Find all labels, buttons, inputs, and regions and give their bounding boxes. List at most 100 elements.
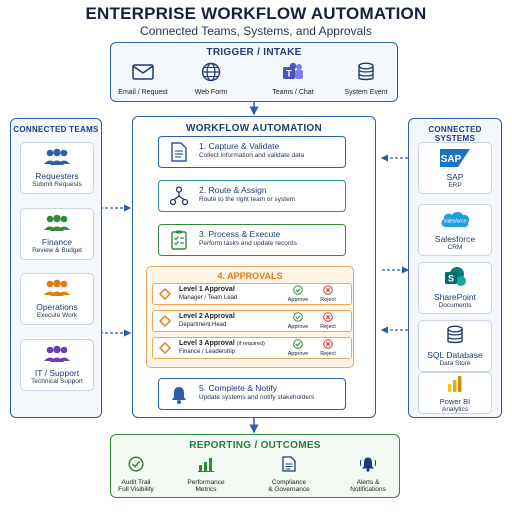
step-route-assign[interactable]: 2. Route & Assign Route to the right tea… [158,180,346,212]
people-group-icon [44,345,70,362]
approve-label: Approve [287,351,309,357]
system-name: Power BI [439,397,471,406]
step-title: 5. Complete & Notify [199,383,277,393]
system-name: Salesforce [434,234,476,244]
step-process-execute[interactable]: 3. Process & Execute Perform tasks and u… [158,224,346,256]
people-group-icon [44,214,70,231]
trigger-title: TRIGGER / INTAKE [206,47,302,58]
database-icon [358,62,374,81]
team-card-finance[interactable]: Finance Review & Budget [20,208,94,260]
reject-label: Reject [320,351,336,357]
approval-desc: Finance / Leadership [179,349,236,355]
team-sub: Submit Requests [32,181,82,188]
system-card-salesforce[interactable]: salesforce Salesforce CRM [418,204,492,256]
page-title: ENTERPRISE WORKFLOW AUTOMATION [85,4,427,23]
approve-label: Approve [287,324,309,330]
outcome-performance[interactable]: Performance Metrics [166,456,246,493]
reject-button[interactable]: Reject [317,339,339,357]
document-icon [171,142,187,162]
approve-button[interactable]: Approve [287,339,309,357]
systems-title: CONNECTED SYSTEMS [428,125,482,143]
approval-title: Level 1 Approval [179,286,235,293]
approve-label: Approve [287,297,309,303]
trigger-item-label: System Event [344,89,388,96]
page-subtitle: Connected Teams, Systems, and Approvals [140,24,372,38]
system-name: SQL Database [427,350,483,360]
document-icon [282,456,296,472]
x-circle-icon [323,339,333,349]
outcome-compliance[interactable]: Compliance & Governance [249,456,329,493]
team-name: Requesters [35,171,79,181]
people-group-icon [44,148,70,165]
step-complete-notify[interactable]: 5. Complete & Notify Update systems and … [158,378,346,410]
team-card-it-support[interactable]: IT / Support Technical Support [20,339,94,391]
check-circle-icon [293,339,303,349]
trigger-item-webform[interactable]: Web Form [176,62,246,96]
reject-button[interactable]: Reject [317,312,339,330]
system-sub: CRM [447,244,463,251]
trigger-item-email[interactable]: Email / Request [108,64,178,96]
team-sub: Technical Support [31,378,83,385]
step-title: 1. Capture & Validate [199,141,280,151]
system-sub: ERP [448,182,462,189]
step-title: 2. Route & Assign [199,185,267,195]
outcome-line-2: & Governance [268,486,310,493]
team-card-requesters[interactable]: Requesters Submit Requests [20,142,94,194]
step-desc: Collect information and validate data [199,152,305,159]
teams-icon: T [283,62,303,79]
trigger-panel: TRIGGER / INTAKE [110,42,398,102]
system-card-powerbi[interactable]: Power BI Analytics [418,372,492,414]
approvals-title: 4. APPROVALS [217,271,283,281]
team-name: IT / Support [34,368,80,378]
sharepoint-icon: S [445,267,466,286]
trigger-item-system-event[interactable]: System Event [331,62,401,96]
step-desc: Update systems and notify stakeholders [199,394,315,401]
trigger-item-label: Email / Request [118,89,168,96]
system-card-sap[interactable]: SAP SAP ERP [418,142,492,194]
teams-title: CONNECTED TEAMS [13,125,99,134]
svg-text:S: S [448,274,454,284]
outcome-alerts[interactable]: Alerts & Notifications [328,456,408,493]
approval-row-level-1: Level 1 Approval Manager / Team Lead App… [152,283,352,305]
globe-icon [201,62,221,82]
x-circle-icon [323,312,333,322]
x-circle-icon [323,285,333,295]
step-desc: Perform tasks and update records [199,240,297,247]
approve-button[interactable]: Approve [287,312,309,330]
salesforce-cloud-icon: salesforce [441,212,470,228]
check-circle-icon [293,285,303,295]
trigger-item-label: Teams / Chat [272,89,314,96]
outcome-line-1: Audit Trail [121,479,151,486]
outcome-line-2: Notifications [350,486,386,493]
system-sub: Documents [438,302,472,309]
trigger-item-label: Web Form [194,89,228,96]
outcome-line-1: Performance [187,479,225,486]
system-sub: Analytics [441,406,468,413]
outcome-audit-trail[interactable]: Audit Trail Full Visibility [96,456,176,493]
approval-row-level-3: Level 3 Approval (if required) Finance /… [152,337,352,359]
step-title: 3. Process & Execute [199,229,281,239]
team-card-operations[interactable]: Operations Execute Work [20,273,94,325]
outcome-line-2: Metrics [195,486,217,493]
outcome-line-1: Alerts & [356,479,380,486]
reject-button[interactable]: Reject [317,285,339,303]
diamond-icon [159,342,171,354]
check-circle-icon [293,312,303,322]
step-desc: Route to the right team or system [199,196,296,203]
trigger-item-teams[interactable]: T Teams / Chat [258,62,328,96]
check-circle-icon [128,456,144,472]
svg-text:SAP: SAP [441,154,462,165]
system-card-sharepoint[interactable]: S SharePoint Documents [418,262,492,314]
approval-desc: Manager / Team Lead [179,295,238,301]
reject-label: Reject [320,297,336,303]
system-card-sql[interactable]: SQL Database Data Store [418,320,492,372]
approve-button[interactable]: Approve [287,285,309,303]
system-name: SharePoint [433,292,477,302]
workflow-title: WORKFLOW AUTOMATION [185,123,323,134]
diamond-icon [159,288,171,300]
people-group-icon [44,279,70,296]
approval-title: Level 2 Approval [179,313,235,320]
step-capture-validate[interactable]: 1. Capture & Validate Collect informatio… [158,136,346,168]
approval-desc: Department Head [179,322,227,328]
team-sub: Review & Budget [32,247,82,254]
